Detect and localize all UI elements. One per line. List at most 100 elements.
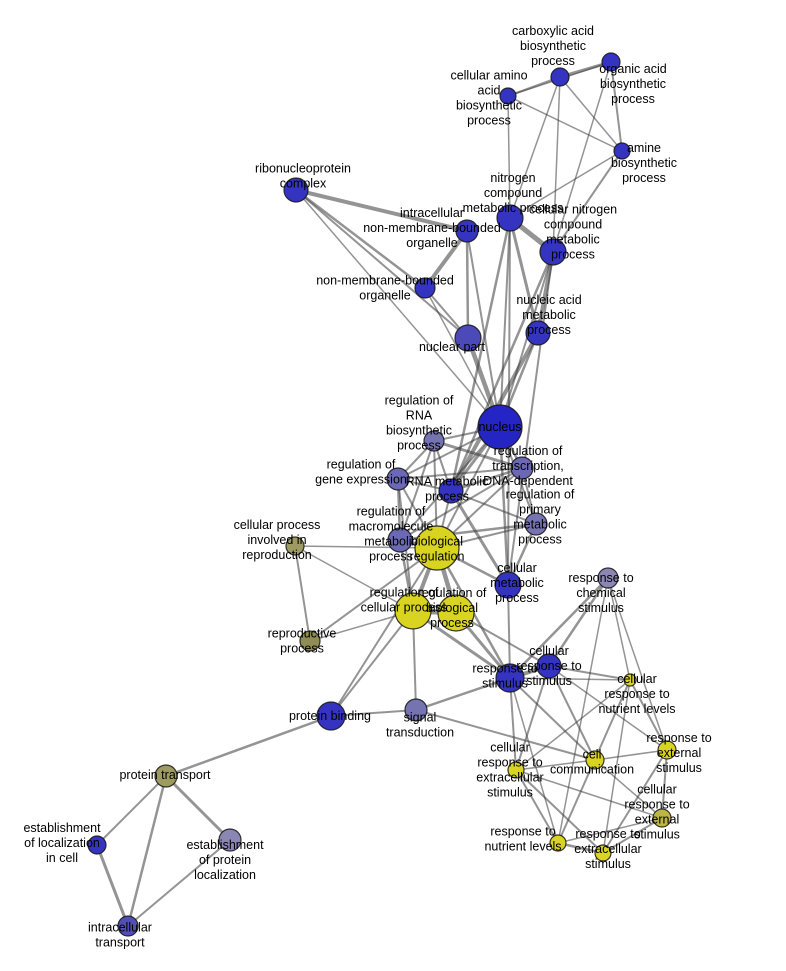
- node-inmbo[interactable]: [455, 219, 479, 243]
- node-crnl[interactable]: [623, 673, 637, 687]
- node-rs[interactable]: [495, 663, 525, 693]
- node-cncm[interactable]: [539, 238, 567, 266]
- edge-pt-it: [126, 774, 168, 928]
- edge-rs-st: [414, 676, 512, 712]
- node-label-pt: protein transport: [119, 768, 211, 782]
- node-cab[interactable]: [550, 67, 570, 87]
- edge-st-cc: [415, 709, 596, 761]
- node-pt[interactable]: [154, 764, 178, 788]
- node-npart[interactable]: [454, 324, 482, 352]
- edge-rtdd-rmmp: [399, 467, 523, 541]
- edge-crnl-rextra: [602, 679, 631, 854]
- edge-cres-crexs: [515, 769, 663, 819]
- node-res[interactable]: [657, 740, 677, 760]
- edge-inmbo-nuc: [466, 230, 501, 428]
- node-breg[interactable]: [414, 525, 460, 571]
- node-rextra[interactable]: [594, 844, 612, 862]
- node-cmp[interactable]: [494, 571, 522, 599]
- edge-repro-breg: [309, 547, 438, 642]
- node-ab[interactable]: [613, 142, 631, 160]
- node-rtdd[interactable]: [510, 456, 534, 480]
- edge-caab-ab: [507, 95, 623, 152]
- edge-rnl-crexs: [557, 817, 663, 844]
- node-layer: [87, 52, 677, 937]
- node-crexs[interactable]: [652, 808, 672, 828]
- edge-rcs-rnl: [557, 577, 609, 844]
- node-cres[interactable]: [507, 761, 525, 779]
- node-epl[interactable]: [218, 828, 242, 852]
- node-label-nuc: nucleus: [478, 420, 521, 434]
- node-rbp[interactable]: [437, 594, 475, 632]
- node-rcs[interactable]: [597, 567, 619, 589]
- edge-crnl-cres: [515, 679, 631, 771]
- edge-cres-rnl: [515, 769, 559, 844]
- edge-cc-crexs: [594, 759, 663, 819]
- edge-ab-ncm: [509, 150, 623, 219]
- node-rmmp[interactable]: [387, 527, 413, 553]
- node-it[interactable]: [117, 915, 139, 937]
- edge-ncm-rmp: [449, 216, 512, 493]
- node-rrbp[interactable]: [423, 430, 445, 452]
- node-nmbo[interactable]: [414, 277, 436, 299]
- node-nam[interactable]: [525, 320, 551, 346]
- node-rmp[interactable]: [438, 478, 464, 504]
- node-st[interactable]: [404, 698, 428, 722]
- edge-elc-it: [95, 843, 130, 928]
- edge-cab-ab: [559, 76, 623, 152]
- edge-rextra-crexs: [602, 817, 663, 854]
- node-rnl[interactable]: [549, 834, 567, 852]
- node-pb[interactable]: [316, 701, 346, 731]
- edge-res-rextra: [602, 749, 668, 854]
- edge-res-crexs: [661, 749, 668, 819]
- node-cc[interactable]: [585, 750, 605, 770]
- edge-pb-pt: [164, 714, 333, 778]
- node-rcp[interactable]: [394, 592, 432, 630]
- node-repro[interactable]: [299, 630, 321, 652]
- edge-oab-cncm: [552, 61, 612, 253]
- edge-rrbp-rmmp: [399, 440, 435, 541]
- edge-rnp-nuc: [295, 189, 501, 428]
- edge-rnp-nmbo: [294, 188, 427, 290]
- node-oab[interactable]: [601, 52, 621, 72]
- edge-layer: [95, 60, 668, 928]
- node-rnp[interactable]: [283, 177, 309, 203]
- edge-cab-ncm: [509, 76, 561, 219]
- node-crs[interactable]: [536, 653, 562, 679]
- node-nuc[interactable]: [477, 404, 523, 450]
- node-ncm[interactable]: [496, 204, 524, 232]
- edge-cc-cres: [515, 759, 596, 771]
- node-label-npart: nuclear part: [419, 340, 486, 354]
- edge-caab-ncm: [507, 95, 511, 219]
- edge-rrbp-rtdd: [432, 439, 524, 470]
- node-caab[interactable]: [499, 87, 517, 105]
- node-cpir[interactable]: [285, 536, 305, 556]
- node-rge[interactable]: [386, 467, 410, 491]
- node-rpmp[interactable]: [524, 512, 548, 536]
- edge-rcs-res: [607, 577, 668, 751]
- edge-crs-cc: [548, 665, 596, 761]
- edge-cab-cncm: [552, 76, 561, 253]
- node-elc[interactable]: [87, 835, 107, 855]
